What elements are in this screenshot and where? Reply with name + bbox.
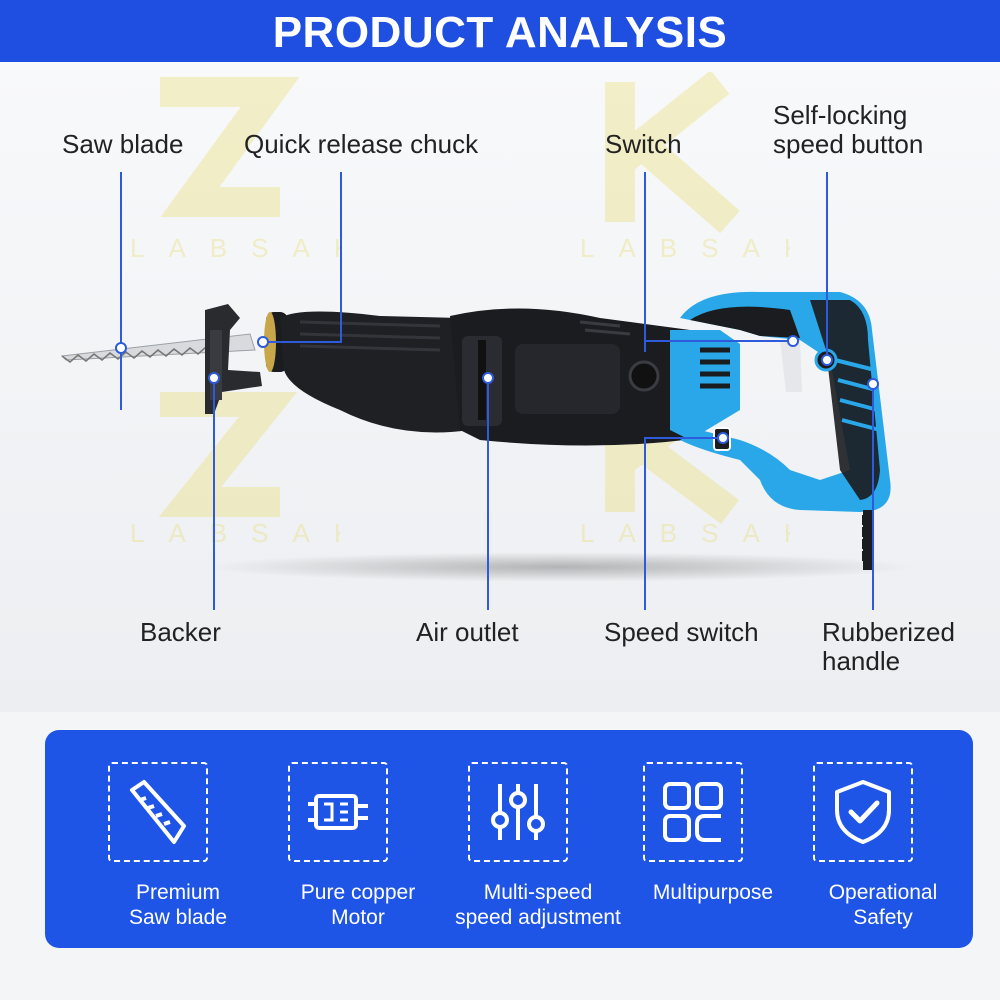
feature-label: Pure copper Motor — [248, 880, 468, 930]
callout-line-speed-switch — [644, 438, 646, 610]
feature-label: Operational Safety — [773, 880, 993, 930]
feature-line2: Saw blade — [128, 906, 228, 929]
callout-dot-backer — [208, 372, 220, 384]
feature-pure-copper-motor: Pure copper Motor — [270, 730, 450, 948]
callout-dot-speed-switch — [717, 432, 729, 444]
feature-icon-frame — [288, 762, 388, 862]
grid-icon — [663, 782, 723, 842]
callout-line-backer — [213, 378, 215, 610]
label-rubberized-line1: Rubberized — [822, 617, 955, 647]
label-backer: Backer — [140, 617, 221, 647]
label-speed-switch: Speed switch — [604, 617, 759, 647]
callout-line-saw-blade — [120, 172, 122, 410]
feature-line1: Pure copper — [300, 881, 416, 904]
callout-dot-saw-blade — [115, 342, 127, 354]
callout-line-air-outlet — [487, 378, 489, 610]
label-air-outlet: Air outlet — [416, 617, 519, 647]
label-rubberized-line2: handle — [822, 646, 901, 676]
label-rubberized-handle: Rubberized handle — [822, 618, 955, 676]
callout-dot-air-outlet — [482, 372, 494, 384]
callout-dot-switch — [787, 335, 799, 347]
callout-line-chuck-h — [264, 341, 342, 343]
feature-line1: Multipurpose — [652, 881, 774, 904]
feature-line2: speed adjustment — [455, 906, 621, 929]
feature-premium-saw-blade: Premium Saw blade — [90, 730, 270, 948]
watermark-logo: LABSAK — [130, 77, 340, 263]
feature-line1: Premium — [135, 881, 220, 904]
saw-blade-icon — [130, 780, 186, 844]
callout-dot-handle — [867, 378, 879, 390]
label-self-locking-line2: speed button — [773, 129, 924, 159]
feature-line1: Multi-speed — [483, 881, 593, 904]
feature-icon-frame — [108, 762, 208, 862]
feature-line2: Safety — [853, 906, 913, 929]
product-stage: LABSAK LABSAK LABSAK LABSAK — [0, 62, 1000, 712]
feature-label: Premium Saw blade — [68, 880, 288, 930]
features-panel: Premium Saw blade Pure copper Motor — [45, 730, 973, 948]
callout-dot-chuck — [257, 336, 269, 348]
feature-line1: Operational — [828, 881, 938, 904]
feature-icon-frame — [813, 762, 913, 862]
header-banner: PRODUCT ANALYSIS — [0, 0, 1000, 62]
callout-line-switch-h — [644, 340, 794, 342]
callout-line-speed-switch-h — [644, 437, 722, 439]
trigger — [780, 340, 802, 392]
svg-text:LABSAK: LABSAK — [130, 518, 340, 548]
motor-icon — [308, 794, 368, 830]
svg-text:LABSAK: LABSAK — [580, 233, 790, 263]
callout-line-handle — [872, 384, 874, 610]
power-cord — [862, 510, 874, 570]
switch-knob — [628, 360, 660, 392]
watermark-logo: LABSAK — [580, 72, 790, 263]
svg-text:LABSAK: LABSAK — [130, 233, 340, 263]
feature-line2: Motor — [331, 906, 385, 929]
svg-text:LABSAK: LABSAK — [580, 518, 790, 548]
feature-icon-frame — [468, 762, 568, 862]
saw-teeth — [61, 346, 207, 363]
label-quick-release-chuck: Quick release chuck — [244, 129, 479, 159]
callout-line-self-locking — [826, 172, 828, 360]
feature-label: Multipurpose — [603, 880, 823, 905]
sliders-icon — [491, 784, 545, 840]
label-self-locking-speed-button: Self-locking speed button — [773, 101, 923, 159]
tool-shadow — [200, 552, 920, 582]
callout-dot-self-locking — [821, 354, 833, 366]
reciprocating-saw-illustration — [60, 291, 891, 570]
label-switch: Switch — [605, 129, 682, 159]
front-grip — [280, 311, 470, 433]
shield-check-icon — [835, 780, 891, 844]
feature-icon-frame — [643, 762, 743, 862]
label-self-locking-line1: Self-locking — [773, 100, 908, 130]
page-title: PRODUCT ANALYSIS — [272, 8, 728, 57]
callout-line-switch — [644, 172, 646, 352]
label-saw-blade: Saw blade — [62, 129, 184, 159]
feature-multipurpose: Multipurpose — [625, 730, 805, 948]
feature-operational-safety: Operational Safety — [793, 730, 973, 948]
feature-label: Multi-speed speed adjustment — [428, 880, 648, 930]
feature-multi-speed: Multi-speed speed adjustment — [450, 730, 630, 948]
callout-line-chuck — [340, 172, 342, 342]
